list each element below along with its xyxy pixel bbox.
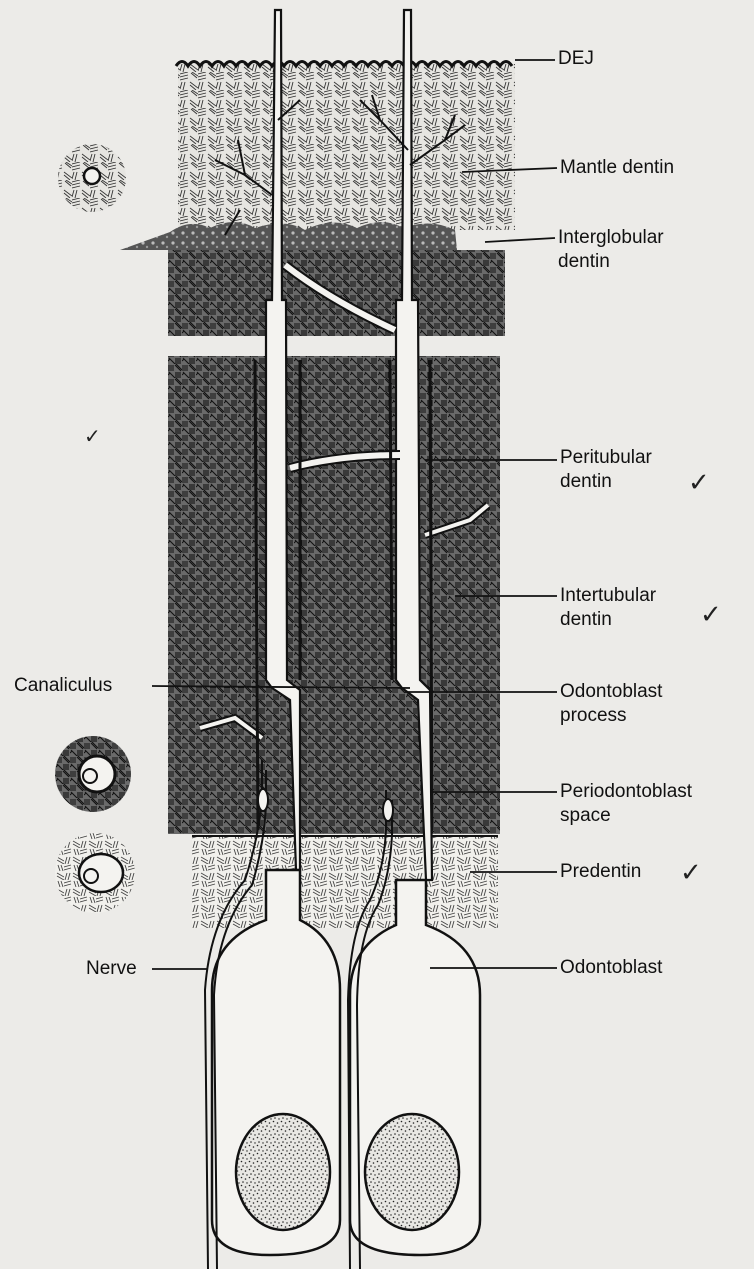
- label-interglobular-dentin: Interglobular dentin: [558, 226, 664, 274]
- label-intertubular-dentin: Intertubular dentin: [560, 584, 656, 632]
- label-nerve-text: Nerve: [86, 957, 137, 981]
- dentin-lower: [168, 356, 500, 834]
- check-mark-left-margin: ✓: [84, 424, 101, 448]
- cross-section-insets: [55, 144, 135, 913]
- label-peritubular-dentin: Peritubular dentin: [560, 446, 652, 494]
- check-mark-peritubular: ✓: [688, 468, 710, 498]
- label-dej-text: DEJ: [558, 47, 594, 71]
- label-intertubular-line1: Intertubular: [560, 584, 656, 608]
- inset-peritubular: [55, 736, 131, 812]
- label-intertubular-line2: dentin: [560, 608, 656, 632]
- label-odontoblast-process: Odontoblast process: [560, 680, 662, 728]
- label-peritubular-line2: dentin: [560, 470, 652, 494]
- inset-mantle: [58, 144, 126, 212]
- label-mantle-dentin: Mantle dentin: [560, 156, 674, 180]
- label-canaliculus: Canaliculus: [14, 674, 112, 698]
- right-nucleus: [365, 1114, 459, 1230]
- label-peritubular-line1: Peritubular: [560, 446, 652, 470]
- label-periodontoblast-space: Periodontoblast space: [560, 780, 692, 828]
- check-mark-intertubular: ✓: [700, 600, 722, 630]
- label-predentin-text: Predentin: [560, 860, 641, 884]
- label-mantle-dentin-text: Mantle dentin: [560, 156, 674, 180]
- label-dej: DEJ: [558, 47, 594, 71]
- left-nucleus: [236, 1114, 330, 1230]
- label-odontoblast-process-line1: Odontoblast: [560, 680, 662, 704]
- mantle-dentin-region: [178, 64, 515, 230]
- label-interglobular-line1: Interglobular: [558, 226, 664, 250]
- label-canaliculus-text: Canaliculus: [14, 674, 112, 698]
- label-periodontoblast-line2: space: [560, 804, 692, 828]
- check-mark-predentin: ✓: [680, 858, 702, 888]
- inset-predentin: [55, 833, 135, 913]
- label-predentin: Predentin: [560, 860, 641, 884]
- predentin-region: [192, 836, 498, 928]
- dentin-block: [120, 62, 520, 929]
- label-nerve: Nerve: [86, 957, 137, 981]
- break-gap: [160, 336, 520, 356]
- label-interglobular-line2: dentin: [558, 250, 664, 274]
- label-odontoblast-process-line2: process: [560, 704, 662, 728]
- label-odontoblast-text: Odontoblast: [560, 956, 662, 980]
- label-periodontoblast-line1: Periodontoblast: [560, 780, 692, 804]
- dentin-upper: [168, 250, 505, 336]
- label-odontoblast: Odontoblast: [560, 956, 662, 980]
